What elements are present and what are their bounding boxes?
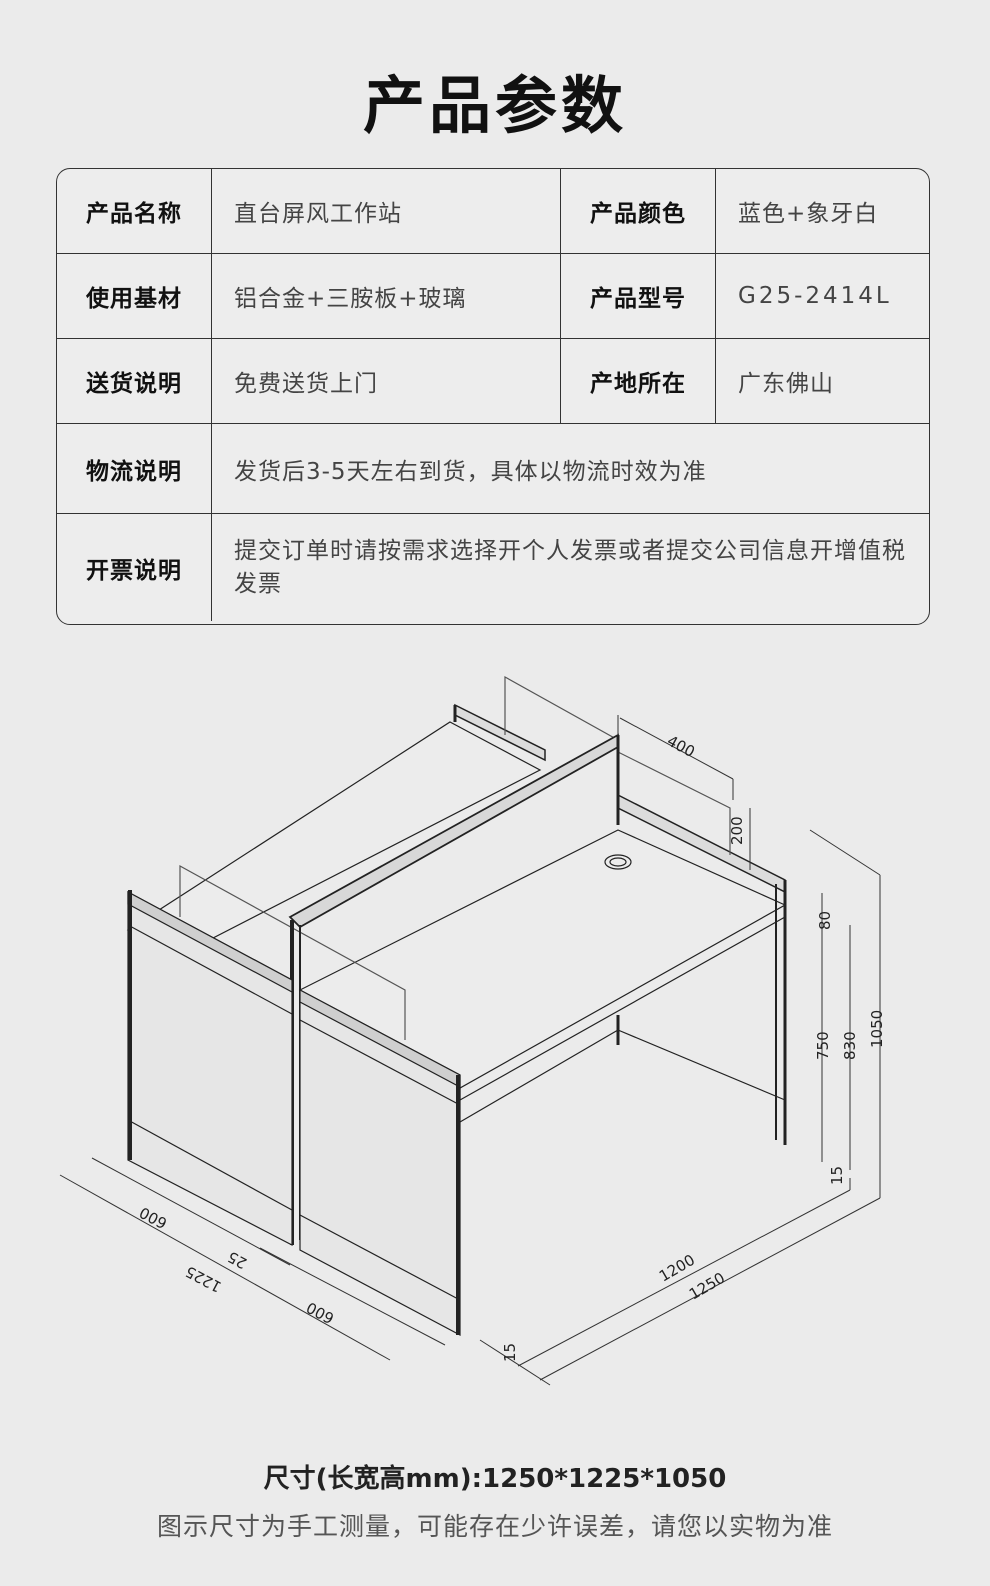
spec-row-invoice: 开票说明 提交订单时请按需求选择开个人发票或者提交公司信息开增值税发票 xyxy=(57,514,929,621)
spec-row-logistics: 物流说明 发货后3-5天左右到货，具体以物流时效为准 xyxy=(57,424,929,514)
dim-1200: 1200 xyxy=(656,1251,698,1286)
delivery-label: 送货说明 xyxy=(57,339,212,423)
dim-600-right: 600 xyxy=(303,1298,337,1327)
invoice-label: 开票说明 xyxy=(57,514,212,621)
dim-400: 400 xyxy=(664,732,698,761)
model-value: G25-2414L xyxy=(738,283,892,309)
grommet-hole xyxy=(604,854,632,870)
dim-1225: 1225 xyxy=(182,1262,224,1296)
measurement-note: 图示尺寸为手工测量，可能存在少许误差，请您以实物为准 xyxy=(156,1512,833,1541)
spec-row-material: 使用基材 铝合金+三胺板+玻璃 产品型号 G25-2414L xyxy=(57,254,929,339)
dim-830: 830 xyxy=(841,1031,859,1060)
dim-200: 200 xyxy=(728,816,746,845)
page-title: 产品参数 xyxy=(362,69,627,142)
spec-table: 产品名称 直台屏风工作站 产品颜色 蓝色+象牙白 使用基材 铝合金+三胺板+玻璃… xyxy=(56,168,930,625)
name-label: 产品名称 xyxy=(57,169,212,253)
spec-row-name: 产品名称 直台屏风工作站 产品颜色 蓝色+象牙白 xyxy=(57,169,929,254)
logistics-label: 物流说明 xyxy=(57,424,212,513)
material-value: 铝合金+三胺板+玻璃 xyxy=(212,254,561,338)
color-value: 蓝色+象牙白 xyxy=(738,201,879,227)
spec-row-delivery: 送货说明 免费送货上门 产地所在 广东佛山 xyxy=(57,339,929,424)
delivery-value: 免费送货上门 xyxy=(212,339,561,423)
origin-label: 产地所在 xyxy=(561,339,716,423)
invoice-value: 提交订单时请按需求选择开个人发票或者提交公司信息开增值税发票 xyxy=(234,537,906,597)
dim-80: 80 xyxy=(816,911,834,930)
dim-25: 25 xyxy=(225,1247,250,1272)
dim-1050: 1050 xyxy=(868,1010,886,1048)
material-label: 使用基材 xyxy=(57,254,212,338)
model-label: 产品型号 xyxy=(561,254,716,338)
origin-value: 广东佛山 xyxy=(738,371,834,397)
logistics-value: 发货后3-5天左右到货，具体以物流时效为准 xyxy=(234,458,707,485)
color-label: 产品颜色 xyxy=(561,169,716,253)
dim-15-right: 15 xyxy=(828,1166,846,1185)
dim-600-left: 600 xyxy=(136,1203,170,1232)
workstation-drawing: 400 200 80 750 830 1050 15 1200 1250 600… xyxy=(59,675,886,1386)
name-value: 直台屏风工作站 xyxy=(212,169,561,253)
dim-750: 750 xyxy=(814,1031,832,1060)
dim-15-bottom: 15 xyxy=(501,1343,519,1362)
size-text: 尺寸(长宽高mm):1250*1225*1050 xyxy=(263,1464,727,1494)
